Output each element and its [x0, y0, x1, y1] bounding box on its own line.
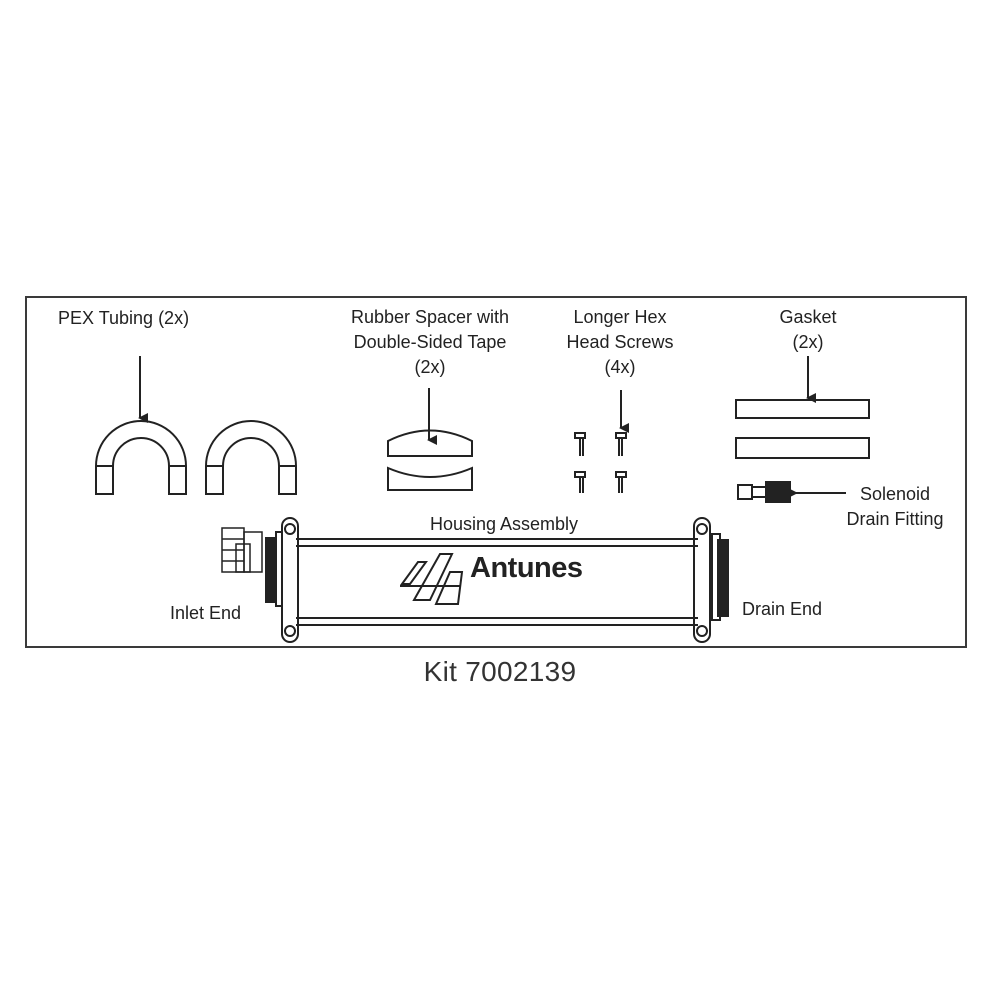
hex-screws-label: Longer Hex Head Screws (4x) — [545, 305, 695, 380]
gasket-label: Gasket (2x) — [748, 305, 868, 355]
gasket-label-line2: (2x) — [792, 332, 824, 352]
pex-tubing-right — [205, 420, 297, 495]
spacer-label-line1: Rubber Spacer with — [350, 307, 510, 327]
diagram-frame — [25, 296, 967, 648]
solenoid-label: Solenoid Drain Fitting — [830, 482, 960, 532]
spacer-label-line2: Double-Sided Tape — [353, 332, 507, 352]
spacer-label-line3: (2x) — [414, 357, 446, 377]
solenoid-label-line1: Solenoid — [859, 484, 931, 504]
screws-label-line2: Head Screws — [566, 332, 674, 352]
housing-tube — [296, 538, 698, 626]
rubber-spacer-bottom — [387, 466, 473, 491]
kit-number: Kit 7002139 — [423, 656, 577, 687]
screws-label-line1: Longer Hex — [573, 307, 667, 327]
hex-screws — [574, 432, 627, 493]
inlet-end-label: Inlet End — [170, 603, 242, 623]
screws-label-line3: (4x) — [604, 357, 636, 377]
solenoid-drain-fitting — [737, 481, 791, 503]
inlet-fitting — [221, 527, 263, 573]
pex-tubing-label: PEX Tubing (2x) — [58, 308, 190, 328]
rubber-spacer-label: Rubber Spacer with Double-Sided Tape (2x… — [330, 305, 530, 380]
gasket-top — [735, 399, 870, 419]
drain-end-cap — [693, 517, 729, 643]
gasket-bottom — [735, 437, 870, 459]
solenoid-label-line2: Drain Fitting — [846, 509, 944, 529]
drain-end-label: Drain End — [742, 599, 823, 619]
inlet-end-cap — [265, 517, 299, 643]
rubber-spacer-top — [387, 429, 473, 457]
housing-assembly-label: Housing Assembly — [429, 514, 579, 534]
gasket-label-line1: Gasket — [779, 307, 837, 327]
antunes-logo-icon — [400, 553, 464, 605]
brand-wordmark: Antunes — [470, 552, 583, 584]
pex-tubing-left — [95, 420, 187, 495]
